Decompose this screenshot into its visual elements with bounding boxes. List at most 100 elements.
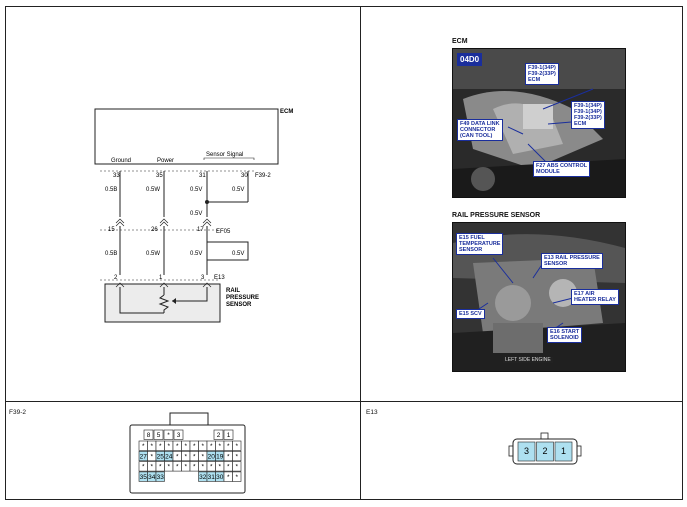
f39-pin: 20 <box>208 453 216 460</box>
f39-pin: * <box>184 464 187 471</box>
e13-pin-cell <box>554 441 573 462</box>
f39-pin: * <box>227 443 230 450</box>
f39-panel-label: F39-2 <box>9 409 26 416</box>
ecm-callout-f27: F27 ABS CONTROL MODULE <box>533 161 591 177</box>
f39-pin: * <box>142 464 145 471</box>
e13-pin: 3 <box>524 446 529 456</box>
f39-pin: 35 <box>140 474 148 481</box>
sensor-name-line-1: RAIL <box>226 288 240 294</box>
f39-pin-cell <box>232 440 242 451</box>
f39-pin: * <box>150 464 153 471</box>
f39-pin: 34 <box>148 474 156 481</box>
f39-pin: 2 <box>217 432 221 439</box>
f39-pin: * <box>167 432 170 439</box>
f39-pin: * <box>201 453 204 460</box>
f39-pin: * <box>227 474 230 481</box>
f39-pin: * <box>159 443 162 450</box>
rps-callout-e15-scv: E15 SCV <box>456 309 485 319</box>
ecm-label: ECM <box>280 109 293 115</box>
ecm-callout-f39-upper: F39-1(34P) F39-2(33P) ECM <box>525 63 559 85</box>
ecm-pin-signal-b: 30 <box>241 173 248 179</box>
f39-pin: * <box>235 464 238 471</box>
ecm-callout-f49: F49 DATA LINK CONNECTOR (CAN TOOL) <box>457 119 503 141</box>
f39-pin: * <box>150 443 153 450</box>
f39-pin-cell <box>143 429 154 440</box>
sensor-pin-ground: 2 <box>114 275 118 281</box>
sensor-name-line-3: SENSOR <box>226 302 252 308</box>
f39-pin-cell <box>223 429 234 440</box>
rps-photo-title: RAIL PRESSURE SENSOR <box>452 212 541 219</box>
wire-size-signal-b-lower: 0.5V <box>232 251 244 257</box>
f39-pin-cell <box>163 429 174 440</box>
sensor-connector-label: E13 <box>214 275 225 281</box>
e13-panel-label: E13 <box>366 409 378 416</box>
wire-size-power-lower: 0.5W <box>146 251 160 257</box>
f39-pin: * <box>227 453 230 460</box>
wire-size-signal-a-upper: 0.5V <box>190 187 202 193</box>
ef-pin-power: 26 <box>151 227 158 233</box>
ecm-box <box>94 108 279 165</box>
signal-bracket <box>203 157 255 160</box>
ecm-photo: 04D0 F39-1(34P) F39-2(33P) ECM F39-1(34P… <box>452 48 626 198</box>
f39-pin: 3 <box>177 432 181 439</box>
f39-pin: * <box>201 443 204 450</box>
ecm-pin-power: 35 <box>156 173 163 179</box>
f39-pin-cell <box>153 429 164 440</box>
f39-pin: * <box>235 474 238 481</box>
f39-pin-cell <box>155 471 165 482</box>
f39-pin: * <box>193 453 196 460</box>
vertical-divider <box>360 6 361 499</box>
f39-pin: * <box>210 464 213 471</box>
f39-pin: * <box>235 443 238 450</box>
e13-pin-cell <box>517 441 536 462</box>
wire-size-power-upper: 0.5W <box>146 187 160 193</box>
f39-pin: * <box>150 453 153 460</box>
splice-wire-size: 0.5V <box>190 211 202 217</box>
f39-pin: * <box>184 453 187 460</box>
wire-size-ground-lower: 0.5B <box>105 251 117 257</box>
ground-label: Ground <box>111 158 131 164</box>
f39-pin: * <box>176 464 179 471</box>
f39-pin: 8 <box>147 432 151 439</box>
sheet-frame <box>5 6 683 500</box>
ef-pin-signal: 17 <box>197 227 204 233</box>
f39-pin: * <box>235 453 238 460</box>
sensor-pin-power: 1 <box>159 275 163 281</box>
f39-pin: * <box>184 443 187 450</box>
sensor-pin-signal: 3 <box>201 275 205 281</box>
f39-pin: 1 <box>227 432 231 439</box>
f39-pin: * <box>227 464 230 471</box>
f39-pin: 33 <box>157 474 165 481</box>
f39-pin: 32 <box>199 474 207 481</box>
power-label: Power <box>157 158 174 164</box>
sensor-name-line-2: PRESSURE <box>226 295 259 301</box>
f39-pin: 30 <box>216 474 224 481</box>
f39-pin: 19 <box>216 453 224 460</box>
ecm-connector-label: F39-2 <box>255 173 271 179</box>
e13-pin: 2 <box>542 446 547 456</box>
f39-pin: 31 <box>208 474 216 481</box>
rps-caption: LEFT SIDE ENGINE <box>503 357 553 363</box>
f39-pin: * <box>218 443 221 450</box>
f39-pin: * <box>210 443 213 450</box>
f39-pin: * <box>142 443 145 450</box>
f39-pin: * <box>193 464 196 471</box>
f39-pin-cell <box>232 471 242 482</box>
wire-size-ground-upper: 0.5B <box>105 187 117 193</box>
ecm-tag: 04D0 <box>457 53 483 66</box>
e13-connector: 3 2 1 <box>508 432 582 465</box>
wire-size-signal-a-lower: 0.5V <box>190 251 202 257</box>
e13-pin: 1 <box>561 446 566 456</box>
f39-pin: * <box>176 453 179 460</box>
ef-pin-ground: 15 <box>108 227 115 233</box>
ecm-photo-title: ECM <box>452 38 468 45</box>
circuit-diagram: ECM Ground Power Sensor Signal 33 35 31 … <box>94 108 293 323</box>
rps-callout-e15-fuel: E15 FUEL TEMPERATURE SENSOR <box>456 233 504 255</box>
f39-pin: * <box>167 443 170 450</box>
ecm-pin-signal-a: 31 <box>199 173 206 179</box>
f39-pin-cell <box>213 429 224 440</box>
horizontal-divider <box>5 401 682 402</box>
f39-pin: * <box>218 464 221 471</box>
ecm-pin-ground: 33 <box>113 173 120 179</box>
